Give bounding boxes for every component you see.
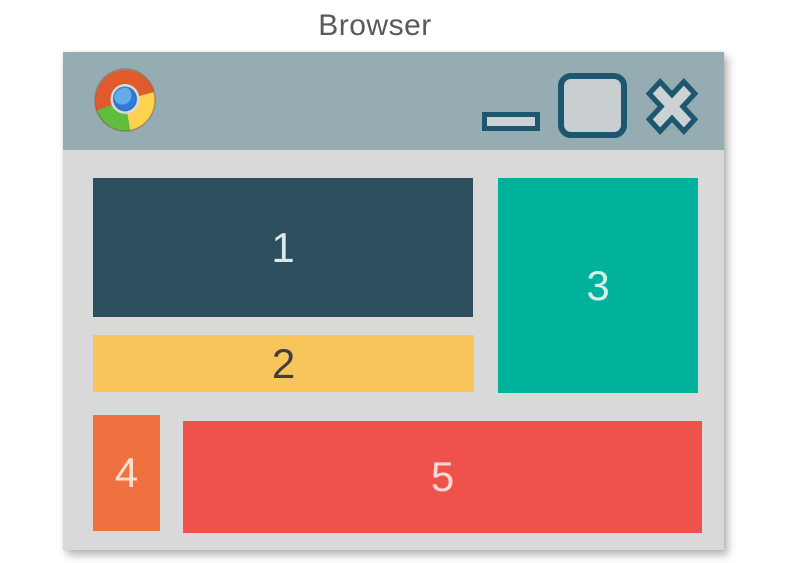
browser-window: 1 2 3 4 5 <box>63 52 724 550</box>
box-4-label: 4 <box>114 449 139 496</box>
maximize-icon[interactable] <box>558 73 627 138</box>
content-box-3: 3 <box>498 178 698 393</box>
box-3-label: 3 <box>586 261 610 309</box>
titlebar <box>63 52 724 150</box>
content-box-2: 2 <box>93 335 474 392</box>
minimize-icon[interactable] <box>482 112 540 131</box>
box-1-label: 1 <box>271 223 295 271</box>
page-title: Browser <box>318 9 432 42</box>
content-box-4: 4 <box>93 415 160 531</box>
content-box-1: 1 <box>93 178 473 317</box>
chrome-logo-icon <box>93 67 157 133</box>
close-icon[interactable] <box>643 75 701 138</box>
content-box-5: 5 <box>183 421 702 533</box>
box-5-label: 5 <box>430 453 455 500</box>
box-2-label: 2 <box>271 339 296 387</box>
